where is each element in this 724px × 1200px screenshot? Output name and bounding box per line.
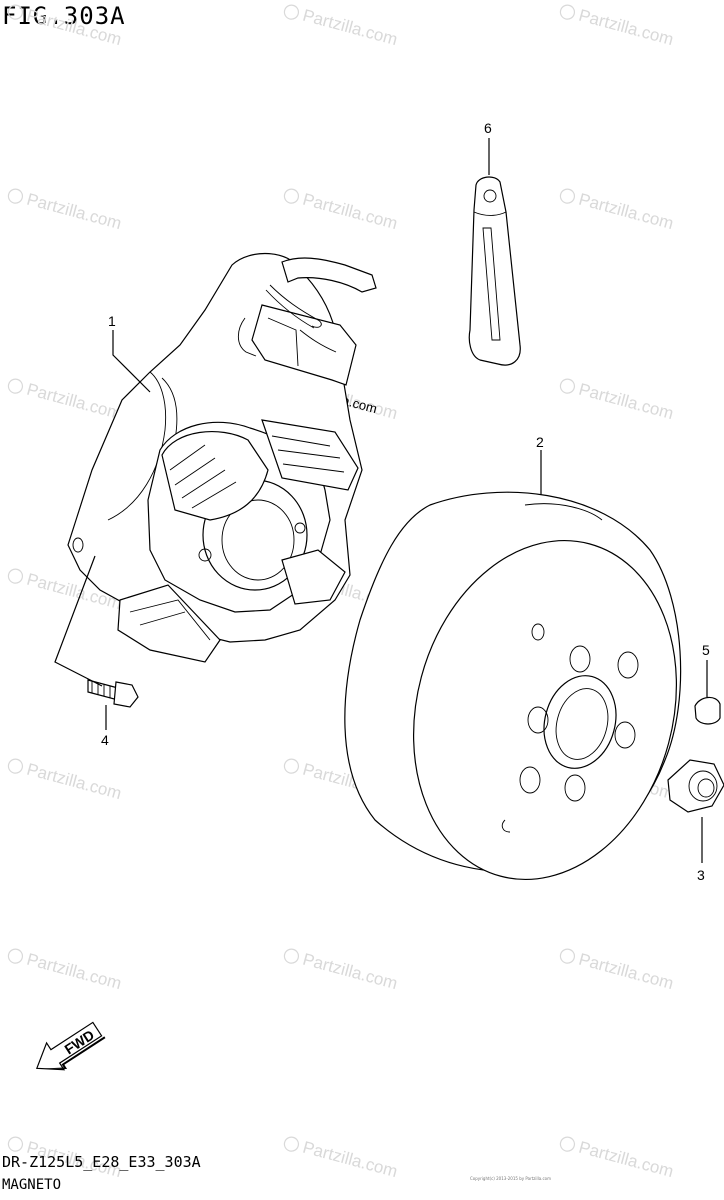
watermark-text: Partzilla.com	[25, 190, 124, 234]
figure-title: FIG.303A	[2, 2, 126, 30]
watermark: Partzilla.com	[559, 378, 676, 424]
watermark: Partzilla.com	[283, 948, 400, 994]
copyright-icon	[283, 758, 300, 774]
nut-part	[667, 759, 724, 813]
watermark-text: Partzilla.com	[25, 380, 124, 424]
watermark-text: Partzilla.com	[577, 380, 676, 424]
watermark: Partzilla.com	[559, 1136, 676, 1182]
rotor-part	[344, 491, 682, 881]
copyright-icon	[559, 1136, 576, 1152]
watermark-text: Partzilla.com	[577, 6, 676, 50]
copyright-icon	[559, 378, 576, 394]
watermark-text: Partzilla.com	[301, 950, 400, 994]
watermark-text: Partzilla.com	[301, 1138, 400, 1182]
watermark-text: Partzilla.com	[301, 190, 400, 234]
footer-name: MAGNETO	[2, 1177, 62, 1193]
watermark: Partzilla.com	[559, 948, 676, 994]
key-part	[694, 696, 721, 725]
watermark: Partzilla.com	[559, 188, 676, 234]
watermark-text: Partzilla.com	[577, 190, 676, 234]
footer-code: DR-Z125L5_E28_E33_303A	[2, 1153, 201, 1171]
bolt-part	[87, 679, 139, 708]
copyright-icon	[559, 948, 576, 964]
watermark-text: Partzilla.com	[301, 6, 400, 50]
watermark-text: Partzilla.com	[25, 6, 124, 50]
stator-assembly	[67, 253, 377, 663]
copyright-icon	[283, 188, 300, 204]
watermark-text: Partzilla.com	[577, 950, 676, 994]
clamp-part	[468, 176, 521, 366]
copyright-text: Copyright(c) 2013-2015 by Partzilla.com	[470, 1176, 551, 1181]
callout-stator: 1	[108, 313, 116, 329]
watermark: Partzilla.com	[7, 758, 124, 804]
copyright-icon	[7, 188, 24, 204]
callout-rotor: 2	[536, 434, 544, 450]
copyright-icon	[7, 378, 24, 394]
copyright-icon	[7, 4, 24, 20]
copyright-icon	[283, 948, 300, 964]
copyright-icon	[283, 1136, 300, 1152]
fwd-arrow-icon: FWD	[35, 1021, 106, 1071]
watermark: Partzilla.com	[559, 4, 676, 50]
copyright-icon	[7, 568, 24, 584]
watermark-text: Partzilla.com	[25, 950, 124, 994]
callout-labels: 1 2 3 4 5 6	[101, 120, 710, 883]
watermark-text: Partzilla.com	[577, 1138, 676, 1182]
callout-nut: 3	[697, 867, 705, 883]
copyright-icon	[283, 4, 300, 20]
copyright-icon	[559, 188, 576, 204]
watermark: Partzilla.com	[7, 948, 124, 994]
copyright-icon	[559, 4, 576, 20]
copyright-icon	[7, 1136, 24, 1152]
leader-lines	[54, 138, 708, 863]
callout-bolt: 4	[101, 732, 109, 748]
watermark: Partzilla.com	[7, 4, 124, 50]
watermark: Partzilla.com	[283, 188, 400, 234]
watermark: Partzilla.com	[283, 1136, 400, 1182]
watermark: Partzilla.com	[283, 4, 400, 50]
watermark: Partzilla.com	[7, 188, 124, 234]
callout-key: 5	[702, 642, 710, 658]
copyright-icon	[7, 758, 24, 774]
callout-clamp: 6	[484, 120, 492, 136]
watermark: Partzilla.com	[7, 378, 124, 424]
watermark-text: Partzilla.com	[25, 760, 124, 804]
copyright-icon	[7, 948, 24, 964]
